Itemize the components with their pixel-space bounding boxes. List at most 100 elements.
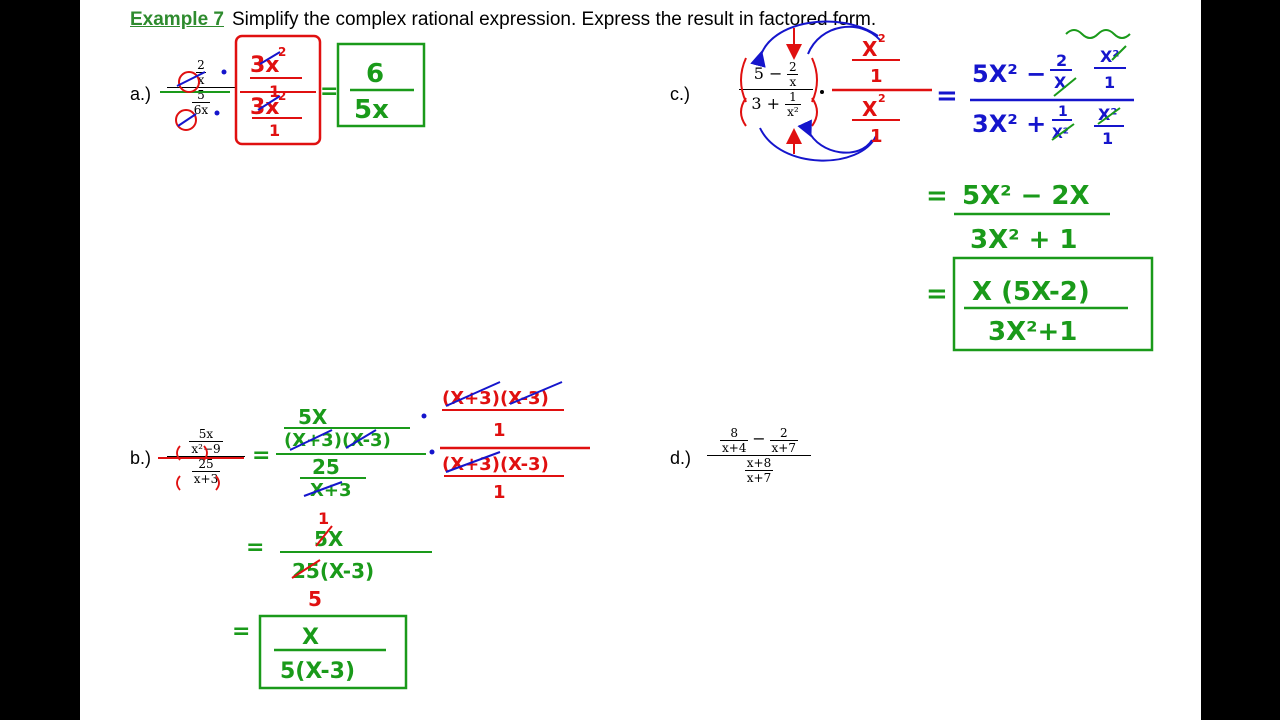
c-cancel-den-x2 bbox=[1051, 123, 1075, 141]
c-answer-box bbox=[952, 256, 1154, 352]
c-s1-den-g-d: 1 bbox=[1102, 129, 1113, 148]
b-cancel-bottom-5: 5 bbox=[308, 587, 322, 611]
c-s1-num-g-d: 1 bbox=[1104, 73, 1115, 92]
b-eq1: = bbox=[252, 443, 270, 468]
b-dot-mid bbox=[429, 449, 435, 455]
b-answer-box bbox=[258, 614, 408, 690]
c-mult-one-a: 1 bbox=[870, 66, 883, 87]
c-eq3: = bbox=[926, 279, 948, 309]
c-den-frac-n: 1 bbox=[789, 90, 797, 104]
d-den-num: x+8 bbox=[746, 456, 772, 470]
b-cancel-5 bbox=[315, 525, 333, 547]
c-s1-den-f-d: X² bbox=[1052, 126, 1069, 142]
b-answer-den: 5(X-3) bbox=[280, 659, 355, 684]
b-cancel-b bbox=[345, 429, 377, 449]
c-s1-num: 5X² − bbox=[972, 60, 1046, 88]
c-num-main: 5 − bbox=[753, 64, 783, 83]
example-label: Example 7 bbox=[130, 9, 224, 30]
c-mult-top: X bbox=[862, 37, 878, 61]
a-den: 5 bbox=[197, 88, 205, 102]
b-mult-bottom: (X+3)(X-3) bbox=[442, 454, 549, 475]
c-num-frac-n: 2 bbox=[789, 60, 797, 74]
c-squiggle bbox=[1065, 29, 1131, 39]
c-s1-num-g-n: X² bbox=[1100, 47, 1119, 66]
a-mult-top: 3x bbox=[250, 53, 280, 78]
b-s2-den: 25(X-3) bbox=[292, 559, 374, 583]
problem-c-label: c.) bbox=[670, 84, 690, 104]
handwritten-ink: 3x 2 1 3x 2 1 = 6 5x = 5X (X+3)(X-3) bbox=[158, 20, 1154, 690]
b-num-den: x²−9 bbox=[189, 441, 223, 456]
a-answer-den: 5x bbox=[354, 95, 389, 125]
c-eq1: = bbox=[936, 81, 958, 111]
b-den-num: 25 bbox=[198, 457, 214, 471]
b-cancel-d bbox=[445, 381, 501, 407]
a-mult-bottom-exp: 2 bbox=[278, 89, 286, 103]
c-arrow-bottom-inner bbox=[797, 119, 873, 154]
b-dot-top bbox=[421, 413, 427, 419]
b-s1-num: 5X bbox=[298, 405, 328, 429]
b-mult-top: (X+3)(X-3) bbox=[442, 388, 549, 409]
a-cancel-3x2-bottom bbox=[257, 95, 281, 111]
c-num-frac-d: x bbox=[787, 74, 799, 89]
b-answer-num: X bbox=[302, 625, 319, 650]
a-num-den: x bbox=[195, 72, 207, 87]
a-mult-top-exp: 2 bbox=[278, 45, 286, 59]
b-num-num: 5x bbox=[198, 427, 214, 441]
c-s1-num-f-n: 2 bbox=[1056, 51, 1067, 70]
b-den-den: x+3 bbox=[191, 471, 221, 486]
b-cancel-e bbox=[509, 381, 563, 405]
c-s1-den-g-n: X² bbox=[1098, 105, 1117, 124]
c-cancel-x2-top bbox=[1111, 45, 1127, 61]
a-mult-one-b: 1 bbox=[269, 121, 280, 140]
a-cancel-3x2-top bbox=[259, 51, 281, 65]
b-eq2: = bbox=[246, 535, 264, 560]
problem-b-label: b.) bbox=[130, 448, 152, 468]
c-s1-num-f-d: X bbox=[1054, 73, 1067, 92]
b-eq3: = bbox=[232, 619, 250, 644]
b-cancel-top-1: 1 bbox=[318, 509, 329, 528]
slide: Example 7 Simplify the complex rational e… bbox=[80, 0, 1201, 720]
c-den-frac-d: x² bbox=[785, 104, 801, 119]
example-heading: Example 7 Simplify the complex rational e… bbox=[130, 9, 876, 31]
c-cancel-x bbox=[1053, 77, 1077, 97]
a-equals: = bbox=[320, 79, 338, 104]
c-s1-den-f-n: 1 bbox=[1058, 104, 1068, 120]
c-arrow-bottom-outer bbox=[759, 127, 877, 162]
b-s1-den-den: X+3 bbox=[310, 480, 351, 501]
a-red-box bbox=[234, 34, 322, 146]
c-s2-den: 3X² + 1 bbox=[970, 225, 1078, 255]
b-s1-den: 25 bbox=[312, 455, 340, 479]
d-den-den: x+7 bbox=[744, 470, 774, 485]
b-cancel-25 bbox=[291, 559, 321, 579]
c-mult-one-b: 1 bbox=[870, 126, 883, 147]
c-mult-top-exp: 2 bbox=[878, 32, 886, 45]
d-b-num: 2 bbox=[779, 426, 788, 440]
c-eq2: = bbox=[926, 181, 948, 211]
d-a-den: x+4 bbox=[720, 440, 749, 455]
problem-d-label: d.) bbox=[670, 448, 692, 468]
a-answer-box bbox=[336, 42, 426, 128]
d-b-den: x+7 bbox=[769, 440, 798, 455]
d-a-num: 8 bbox=[730, 426, 739, 440]
c-s1-den: 3X² + bbox=[972, 110, 1046, 138]
b-mult-one-b: 1 bbox=[493, 482, 506, 503]
b-cancel-a bbox=[289, 429, 333, 451]
a-num: 2 bbox=[197, 58, 205, 72]
instruction-text: Simplify the complex rational expression… bbox=[232, 9, 877, 30]
c-mult-bottom-exp: 2 bbox=[878, 92, 886, 105]
b-s2-num: 5X bbox=[314, 527, 344, 551]
c-answer-num: X (5X-2) bbox=[972, 277, 1090, 307]
c-den-main: 3 + bbox=[751, 94, 780, 113]
b-cancel-f bbox=[445, 451, 501, 473]
problem-a-label: a.) bbox=[130, 84, 152, 104]
a-answer-num: 6 bbox=[366, 59, 384, 89]
a-mult-one-a: 1 bbox=[269, 82, 280, 101]
a-mult-bottom: 3x bbox=[250, 95, 280, 120]
c-mult-bottom: X bbox=[862, 97, 878, 121]
c-answer-den: 3X²+1 bbox=[988, 317, 1077, 347]
b-s1-num-den: (X+3)(X-3) bbox=[284, 430, 391, 451]
